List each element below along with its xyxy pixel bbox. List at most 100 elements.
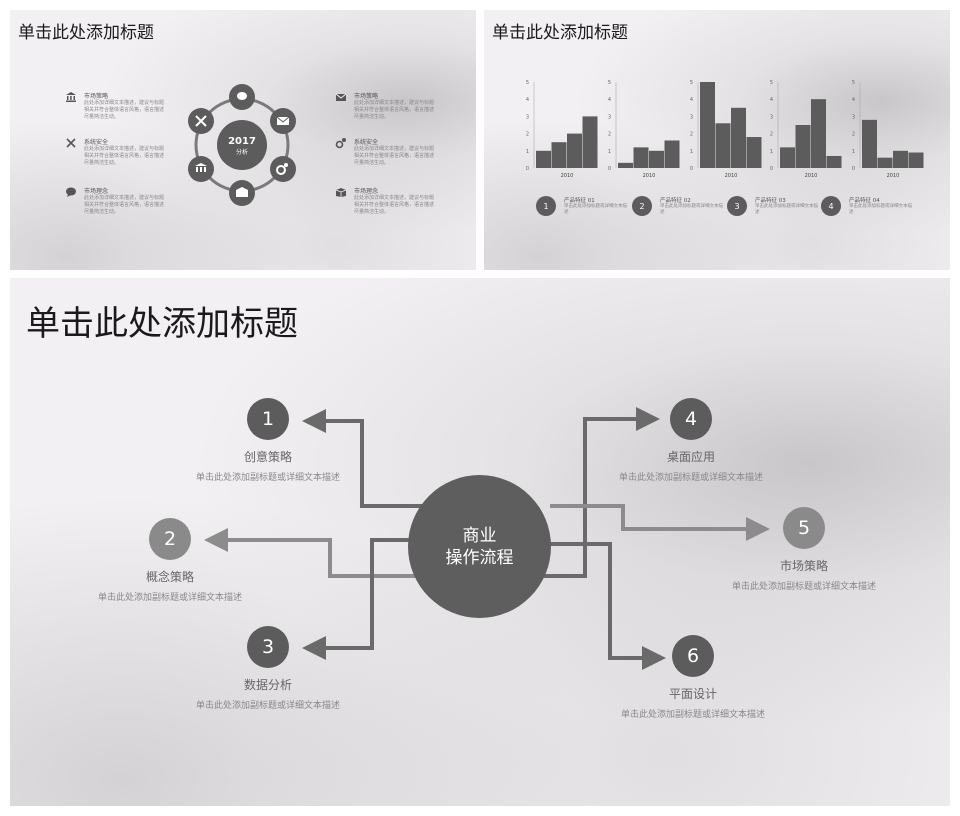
gears-icon [334, 136, 348, 150]
product-feature-1: 1 产品特征 01 单击此处添加标题或详细文本描述 [536, 196, 636, 220]
slide-main[interactable]: 单击此处添加标题 商业 操作流程 1 创意策略 单击此处添加副标题或详细文本描述… [10, 278, 950, 806]
bar [536, 150, 551, 168]
y-tick-label: 1 [608, 149, 611, 155]
flow-node-1: 1 创意策略 单击此处添加副标题或详细文本描述 [188, 398, 348, 486]
y-tick-label: 4 [770, 97, 773, 103]
flow-connectors [204, 407, 770, 670]
node-description: 单击此处添加副标题或详细文本描述 [618, 473, 763, 483]
feature-head: 市场策略 [84, 93, 109, 100]
slide-title: 单击此处添加标题 [26, 304, 298, 344]
y-tick-label: 5 [526, 80, 529, 86]
feature-number: 3 [727, 196, 747, 216]
ring-year: 2017 [228, 136, 256, 147]
ring-diagram [188, 84, 296, 206]
node-number: 6 [672, 635, 714, 677]
ring-center-label: 2017 分析 [217, 136, 267, 156]
feature-number: 1 [536, 196, 556, 216]
slide-thumbnail-2[interactable]: 单击此处添加标题 0 1 2 3 4 5 2010 0 1 2 3 4 5 2010 0 1 2 3 4 5 201… [484, 10, 950, 270]
feature-body: 单击此处添加标题或详细文本描述 [849, 204, 912, 215]
node-title: 创意策略 [243, 450, 292, 464]
node-description: 单击此处添加副标题或详细文本描述 [195, 473, 340, 483]
slide-title: 单击此处添加标题 [492, 23, 628, 43]
feature-head: 系统安全 [354, 139, 379, 146]
bar [780, 147, 795, 168]
bar [551, 142, 567, 168]
bar [618, 162, 633, 168]
bar [862, 119, 877, 168]
tools-icon [64, 136, 78, 150]
feature-head: 系统安全 [84, 139, 109, 146]
y-tick-label: 4 [690, 97, 693, 103]
feature-title: 产品特征 04 [849, 198, 880, 204]
bar [649, 150, 664, 168]
connector-1 [302, 409, 440, 508]
bar [567, 133, 582, 168]
y-tick-label: 3 [608, 114, 611, 120]
bar [877, 157, 893, 168]
y-tick-label: 3 [690, 114, 693, 120]
feature-body: 此处添加详细文本描述，建议与标题相关并符合整体语言风格，语言描述尽量简洁生动。 [84, 100, 165, 120]
bar [795, 125, 811, 168]
node-description: 单击此处添加副标题或详细文本描述 [731, 582, 876, 592]
feature-body: 此处添加详细文本描述，建议与标题相关并符合整体语言风格，语言描述尽量简洁生动。 [84, 195, 165, 215]
bar [633, 147, 649, 168]
y-tick-label: 5 [690, 80, 693, 86]
y-tick-label: 2 [852, 132, 855, 138]
feature-body: 此处添加详细文本描述，建议与标题相关并符合整体语言风格，语言描述尽量简洁生动。 [84, 146, 165, 166]
feature-number: 2 [632, 196, 652, 216]
y-tick-label: 2 [608, 132, 611, 138]
bar [664, 140, 680, 168]
ring-sub: 分析 [235, 149, 248, 156]
flow-node-3: 3 数据分析 单击此处添加副标题或详细文本描述 [188, 626, 348, 714]
y-tick-label: 0 [608, 166, 611, 172]
bank-icon [64, 90, 78, 104]
node-number: 1 [247, 398, 289, 440]
bar [826, 155, 842, 168]
x-axis-label: 2010 [805, 173, 818, 179]
mail-icon [334, 90, 348, 104]
y-tick-label: 2 [526, 132, 529, 138]
y-tick-label: 2 [690, 132, 693, 138]
node-description: 单击此处添加副标题或详细文本描述 [195, 701, 340, 711]
feature-title: 产品特征 02 [660, 198, 691, 204]
bar [731, 107, 746, 168]
bar [746, 137, 762, 168]
y-tick-label: 2 [770, 132, 773, 138]
connector-4 [520, 407, 660, 578]
hub-line-2: 操作流程 [445, 547, 514, 568]
bar [715, 123, 731, 168]
y-tick-label: 1 [526, 149, 529, 155]
connector-6 [550, 542, 666, 670]
node-title: 桌面应用 [666, 450, 715, 464]
slide-thumbnail-1[interactable]: 单击此处添加标题 市场策略 此处添加详细文本描述，建议与标题相关并符合整体语言风… [10, 10, 476, 270]
bar [811, 99, 826, 168]
feature-title: 产品特征 03 [755, 198, 786, 204]
feature-head: 市场理念 [84, 188, 109, 195]
y-tick-label: 4 [526, 97, 529, 103]
feature-head: 市场理念 [354, 188, 379, 195]
node-number: 2 [149, 518, 191, 560]
y-tick-label: 0 [690, 166, 693, 172]
process-hub: 商业 操作流程 [408, 475, 551, 618]
slide-title: 单击此处添加标题 [18, 23, 154, 43]
feature-body: 单击此处添加标题或详细文本描述 [755, 204, 818, 215]
bar [908, 152, 924, 168]
bar [893, 150, 908, 168]
node-description: 单击此处添加副标题或详细文本描述 [620, 710, 765, 720]
x-axis-label: 2010 [561, 173, 574, 179]
y-tick-label: 0 [770, 166, 773, 172]
feature-title: 产品特征 01 [564, 198, 595, 204]
flow-node-5: 5 市场策略 单击此处添加副标题或详细文本描述 [724, 507, 884, 595]
y-tick-label: 5 [852, 80, 855, 86]
x-axis-label: 2010 [887, 173, 900, 179]
y-tick-label: 1 [690, 149, 693, 155]
y-tick-label: 1 [852, 149, 855, 155]
feature-body: 此处添加详细文本描述，建议与标题相关并符合整体语言风格，语言描述尽量简洁生动。 [354, 195, 435, 215]
feature-body: 此处添加详细文本描述，建议与标题相关并符合整体语言风格，语言描述尽量简洁生动。 [354, 146, 435, 166]
node-number: 4 [670, 398, 712, 440]
node-title: 平面设计 [668, 687, 717, 701]
